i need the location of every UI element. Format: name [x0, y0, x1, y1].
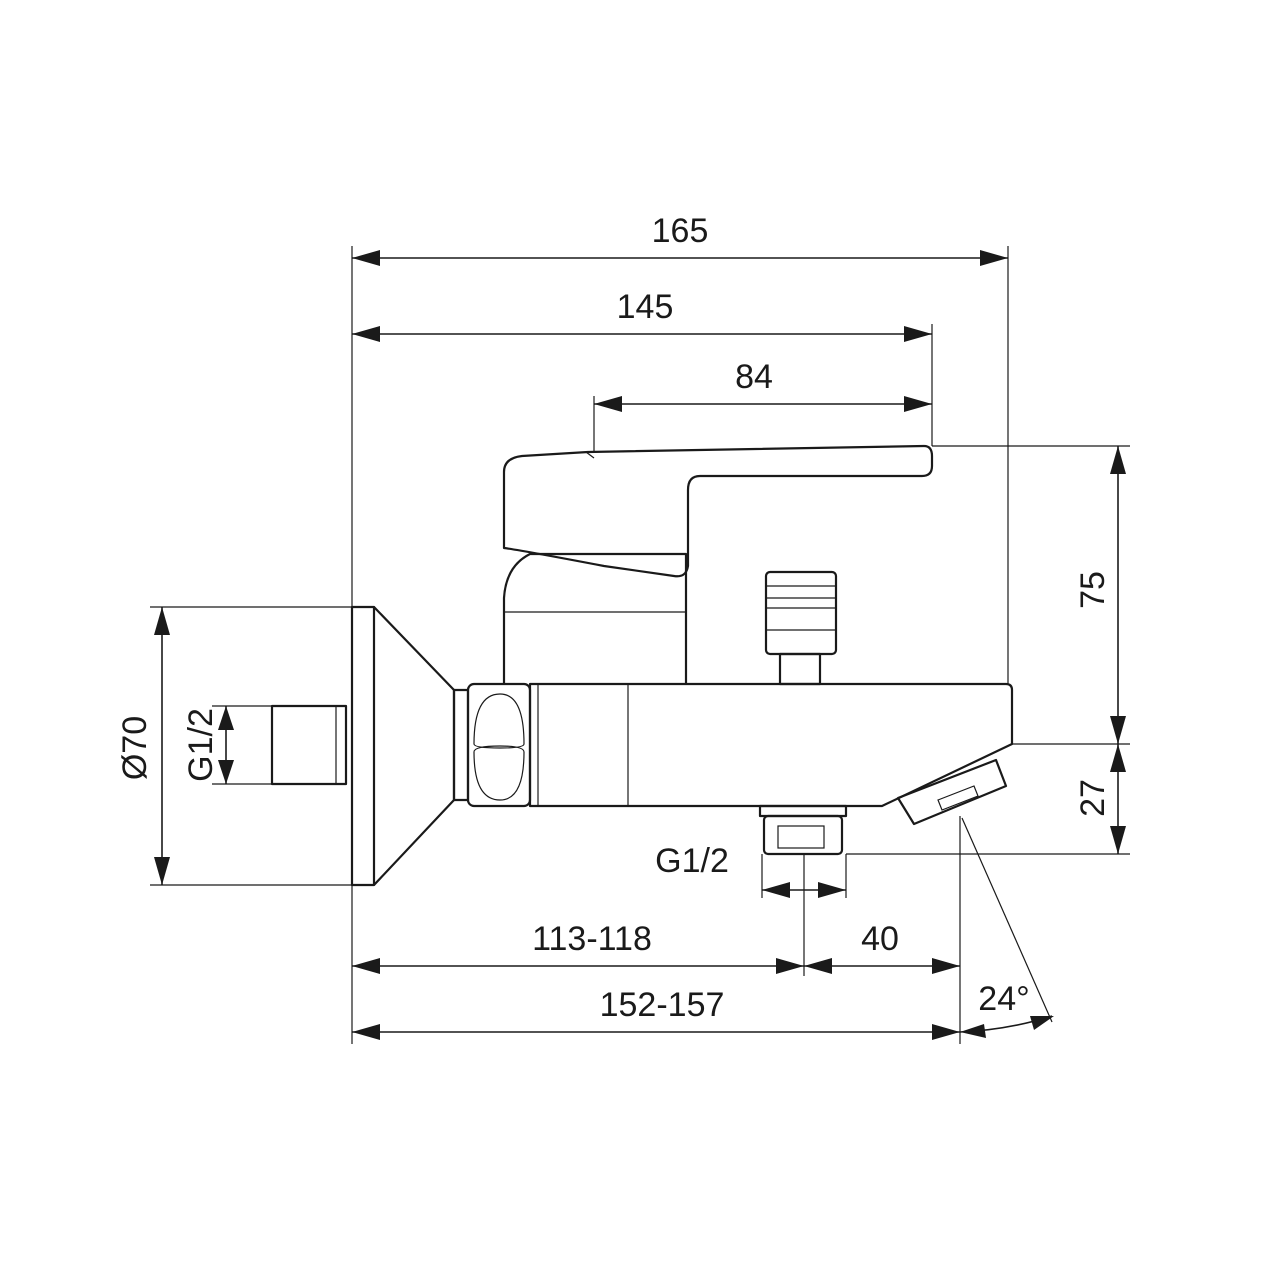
diverter-knob — [764, 570, 838, 686]
dimension-lever-reach: 145 — [352, 288, 932, 342]
dimension-outlet-thread-label: G1/2 — [655, 842, 729, 880]
faucet-outline — [270, 444, 1014, 887]
inlet-connector — [270, 704, 348, 786]
dimension-outlet-to-spout: 40 — [804, 920, 960, 974]
extension-lines — [150, 246, 1130, 1044]
dimension-lever-length-label: 84 — [735, 358, 773, 396]
dimension-spout-angle-label: 24° — [978, 980, 1029, 1018]
dimension-outlet-offset: 113-118 — [352, 920, 804, 974]
dimension-lever-length: 84 — [594, 358, 932, 412]
dimension-spout-angle: 24° — [959, 980, 1054, 1038]
dimension-inlet-thread: G1/2 — [182, 706, 234, 784]
dimension-overall-width-label: 165 — [652, 212, 709, 250]
dimension-outlet-to-spout-label: 40 — [861, 920, 899, 958]
dimension-spout-offset: 152-157 — [352, 986, 960, 1040]
wall-flange — [350, 605, 456, 887]
dimension-inlet-thread-label: G1/2 — [182, 708, 220, 782]
spout-aerator — [896, 758, 1008, 826]
shower-outlet — [758, 804, 848, 856]
mixer-body — [528, 682, 1014, 808]
dimension-spout-offset-label: 152-157 — [600, 986, 725, 1024]
cartridge-column — [502, 552, 688, 684]
dimension-spout-drop: 27 — [1074, 744, 1126, 854]
lever-handle — [502, 444, 934, 578]
dimension-flange-diameter-label: Ø70 — [116, 716, 154, 780]
dimension-height-label: 75 — [1074, 571, 1112, 609]
dimension-lever-reach-label: 145 — [617, 288, 674, 326]
dimension-outlet-offset-label: 113-118 — [532, 920, 652, 958]
connection-nut — [452, 682, 532, 808]
dimension-overall-width: 165 — [352, 212, 1008, 266]
dimension-outlet-thread: G1/2 — [655, 842, 846, 898]
dimension-flange-diameter: Ø70 — [116, 607, 170, 885]
dimension-spout-drop-label: 27 — [1074, 779, 1112, 817]
dimension-height-above-axis: 75 — [1074, 446, 1126, 744]
